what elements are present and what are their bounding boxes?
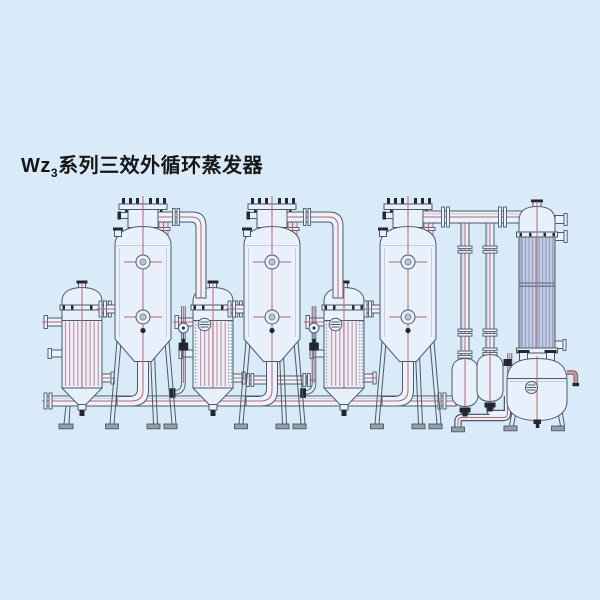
evaporator-1 (96, 195, 178, 430)
condensate-receiver-2 (476, 353, 504, 412)
vapor-pipe-1 (157, 208, 207, 299)
condensate-tank (503, 350, 580, 432)
evaporator-2 (225, 195, 307, 430)
evaporator-3 (361, 195, 443, 430)
condensate-pipe-2 (482, 222, 498, 360)
condensate-pipe-1 (457, 222, 473, 365)
title-series-text: 系列三效外循环蒸发器 (58, 155, 264, 177)
condensate-receiver-1 (451, 357, 479, 417)
title-model-prefix: Wz (21, 155, 51, 177)
title-model-subscript: 3 (50, 166, 59, 180)
condenser-column (516, 199, 568, 363)
vapor-pipe-3 (422, 206, 523, 228)
vapor-pipe-2 (286, 208, 344, 299)
page-title: Wz3系列三效外循环蒸发器 (21, 149, 264, 180)
